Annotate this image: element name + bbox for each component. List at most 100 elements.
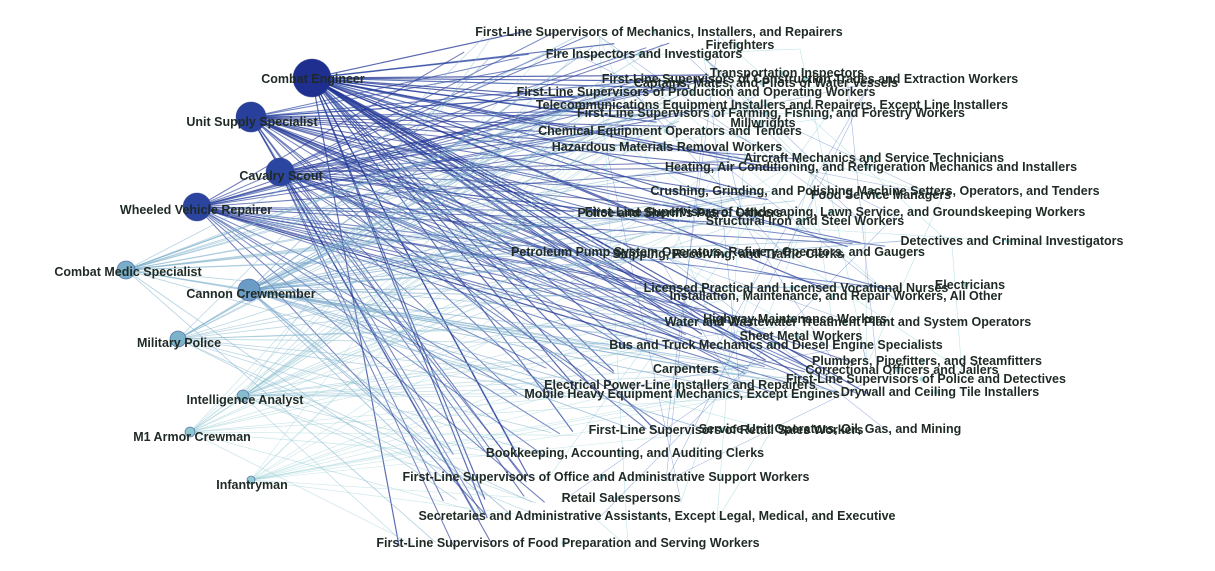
civilian-node [663,128,669,134]
civilian-label: Mobile Heavy Equipment Mechanics, Except… [524,387,839,401]
civilian-node [1005,238,1011,244]
network-edge [606,150,682,503]
civilian-label: First-Line Supervisors of Construction T… [602,72,1019,86]
civilian-label: Bus and Truck Mechanics and Diesel Engin… [609,338,942,352]
network-edge [250,426,756,481]
network-edge [279,171,527,480]
node-cavalry-scout [265,157,295,187]
network-edge [125,200,796,271]
network-edge [177,338,454,477]
network-edge [189,117,681,433]
network-edge [248,95,523,291]
network-edge [196,206,805,373]
civilian-node [679,366,685,372]
network-edge [745,194,816,374]
network-edge [189,373,813,433]
network-edge [248,289,640,433]
network-edge [250,374,830,481]
network-edge [242,395,408,547]
network-edge [177,319,724,340]
civilian-label: Detectives and Criminal Investigators [901,234,1124,248]
network-edge [196,206,713,223]
network-edge [598,35,866,226]
civilian-node [841,319,847,325]
network-edge [250,116,677,127]
network-edge [248,289,658,299]
network-edge [189,53,545,433]
network-edge [189,211,694,433]
civilian-node [652,29,658,35]
civilian-label: Petroleum Pump System Operators, Refiner… [511,245,925,259]
network-edge [665,382,867,482]
network-edge [635,95,897,301]
network-edge [710,95,757,118]
network-edge [177,36,485,340]
network-edge [125,195,733,271]
network-edge [250,75,668,481]
civilian-node [637,51,643,57]
network-edge [250,95,583,118]
civilian-label: Captains, Mates, and Pilots of Water Ves… [634,76,898,90]
network-edge [279,171,886,247]
network-edge [279,171,854,364]
civilian-node [673,210,679,216]
network-edge [196,51,465,208]
network-edge [311,77,848,248]
node-unit-supply-specialist [235,101,267,133]
network-edge [189,294,746,433]
network-edge [311,77,723,83]
network-edge [248,59,489,291]
network-edge [279,167,788,173]
network-edge [125,269,436,543]
network-edge [311,77,703,335]
network-edge [125,129,568,271]
network-edge [250,381,772,481]
network-edge [609,134,1001,397]
network-edge [177,338,533,503]
network-edge [242,35,493,397]
network-edge [189,431,578,436]
network-edge [189,286,670,433]
civilian-label: First-Line Supervisors of Mechanics, Ins… [475,25,843,39]
network-edge [951,244,963,375]
network-edge [667,257,891,434]
network-edge [242,388,525,397]
civilian-label: Fire Inspectors and Investigators [546,47,743,61]
network-edge [242,372,747,397]
network-edge [125,269,458,501]
network-edge [250,340,655,481]
network-edge [196,206,896,290]
civilian-node [788,316,794,322]
node-wheeled-vehicle-repairer [182,192,212,222]
network-edge [726,150,746,226]
network-edge [196,75,655,208]
civilian-node [867,155,873,161]
network-edge [311,77,691,90]
network-edge [125,210,675,271]
node-combat-engineer [292,58,332,98]
network-edge [311,77,486,500]
civilian-node [561,540,567,546]
edge-layer [125,30,1073,548]
civilian-node [798,218,804,224]
network-edge [125,126,637,271]
network-edge [311,77,825,290]
network-edge [177,218,555,340]
civilian-label: Aircraft Mechanics and Service Technicia… [744,151,1004,165]
civilian-label: Water and Wastewater Treatment Plant and… [665,315,1032,329]
military-label-combat-engineer: Combat Engineer [261,72,365,86]
network-edge [196,206,762,322]
network-edge [739,216,843,375]
network-edge [311,77,766,361]
node-layer [116,29,1011,546]
civilian-node [650,513,656,519]
civilian-node [789,285,795,291]
network-edge [248,289,512,516]
network-edge [279,109,702,173]
civilian-node [864,164,870,170]
network-edge [598,35,897,301]
network-edge [177,149,508,340]
network-edge [744,224,1073,246]
network-edge [250,114,661,118]
